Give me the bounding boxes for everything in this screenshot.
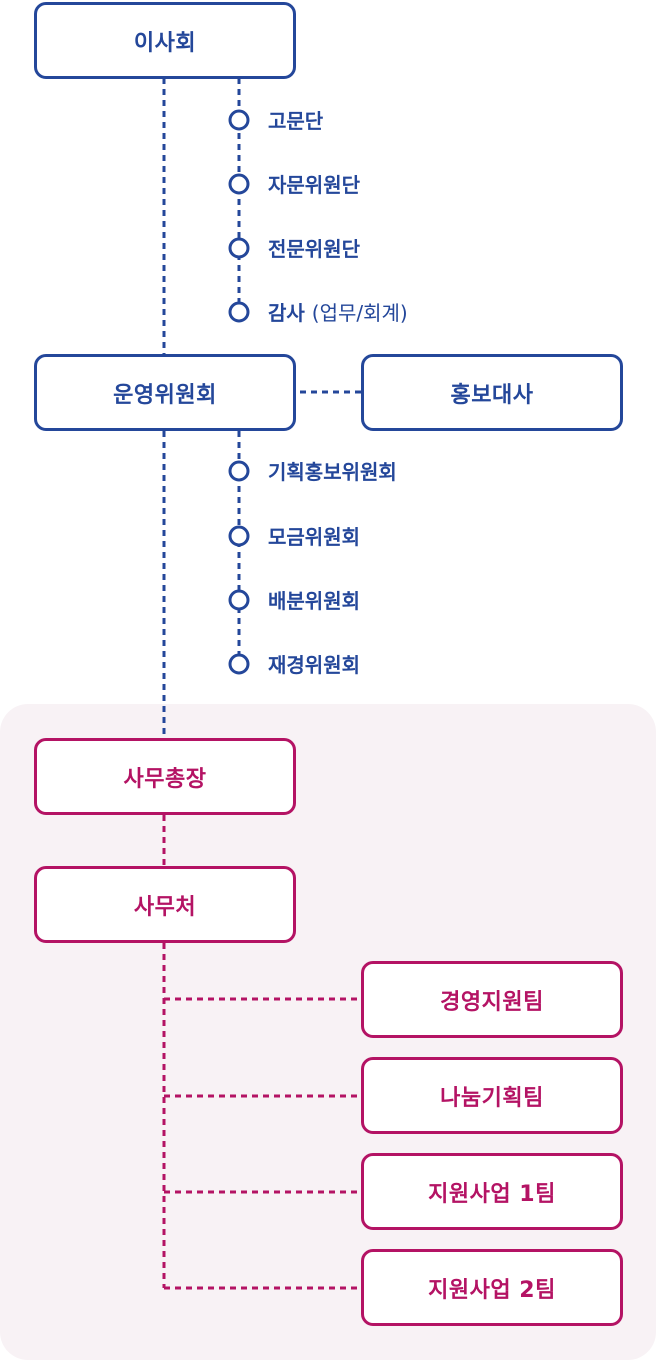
steering-committee-box: 운영위원회 [34, 354, 296, 431]
bullet-circle-icon [228, 109, 250, 131]
team-box: 나눔기획팀 [361, 1057, 623, 1134]
committee-item: 모금위원회 [268, 525, 360, 549]
ambassador-box: 홍보대사 [361, 354, 623, 431]
team-box: 지원사업 2팀 [361, 1249, 623, 1326]
bullet-circle-icon [228, 460, 250, 482]
board-item-sub: (업무/회계) [311, 301, 408, 325]
board-item: 감사 (업무/회계) [268, 301, 408, 325]
committee-item: 배분위원회 [268, 589, 360, 613]
secretary-general-box: 사무총장 [34, 738, 296, 815]
bullet-circle-icon [228, 653, 250, 675]
committee-item: 기획홍보위원회 [268, 460, 397, 484]
bullet-circle-icon [228, 173, 250, 195]
board-item: 전문위원단 [268, 237, 360, 261]
bullet-circle-icon [228, 301, 250, 323]
board-item-label: 감사 [268, 301, 305, 325]
board-item: 자문위원단 [268, 173, 360, 197]
team-box: 경영지원팀 [361, 961, 623, 1038]
committee-item: 재경위원회 [268, 653, 360, 677]
bullet-circle-icon [228, 525, 250, 547]
bullet-circle-icon [228, 589, 250, 611]
bullet-circle-icon [228, 237, 250, 259]
secretariat-box: 사무처 [34, 866, 296, 943]
team-box: 지원사업 1팀 [361, 1153, 623, 1230]
board-box: 이사회 [34, 2, 296, 79]
board-item: 고문단 [268, 109, 324, 133]
